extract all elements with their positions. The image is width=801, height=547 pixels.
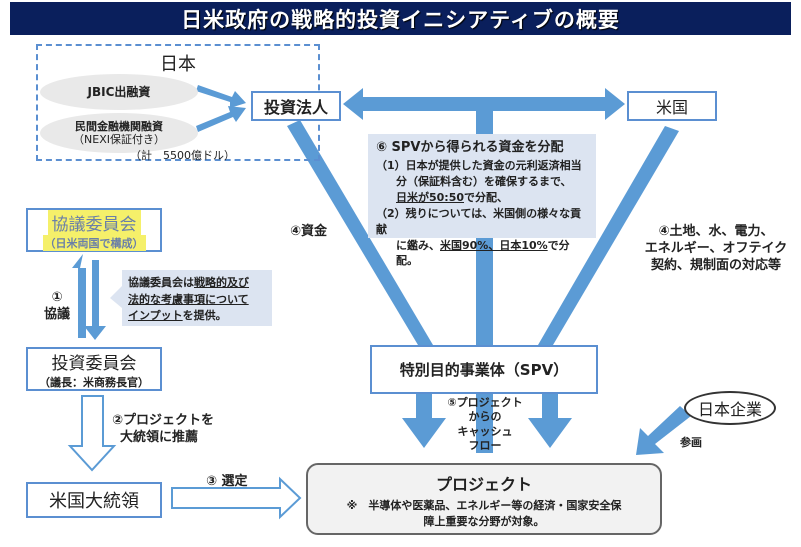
jbic-financing: JBIC出融資 [40,74,198,110]
funds-label: ④資金 [290,224,328,239]
note-line3-rest: を提供。 [182,309,227,322]
project-note-line-1: ※ 半導体や医薬品、エネルギー等の経済・国家安全保 [346,499,622,512]
private-label: 民間金融機関融資 [75,119,163,133]
usa-box: 米国 [627,91,717,121]
distribution-item1-c: 日米が50:50で分配、 [376,190,588,206]
distribution-item1-a: （1）日本が提供した資金の元利返済相当 [376,158,582,172]
japan-total: （計 5500億ドル） [130,149,235,162]
investment-corp-box: 投資法人 [251,91,341,121]
committee-note-callout: 協議委員会は戦略的及び 法的な考慮事項について インプットを提供。 [122,270,272,326]
project-title: プロジェクト [435,475,532,494]
project-box: プロジェクト ※ 半導体や医薬品、エネルギー等の経済・国家安全保 障上重要な分野… [306,463,662,535]
arrow-consult-up [72,254,86,338]
spv-box: 特別目的事業体（SPV） [370,345,598,394]
consult-label: ① 協議 [44,290,70,324]
arrow-recommend [67,395,117,472]
arrow-jbic-to-corp [196,85,246,108]
arrow-spv-down-left [402,393,446,448]
investment-committee-label: 投資委員会 [51,353,137,374]
note-line1-u: 戦略的及び [194,276,249,289]
participate-label: 参画 [680,436,702,449]
project-note-line-2: 障上重要な分野が対象。 [423,515,545,528]
cashflow-line-2: からの [468,410,502,424]
arrow-funds-to-spv [287,120,433,345]
distribution-item1-c-rest: で分配、 [464,190,509,204]
consultation-committee-box: 協議委員会 （日米両国で構成） [26,208,162,252]
president-label: 米国大統領 [49,491,139,512]
distribution-heading: ⑥ SPVから得られる資金を分配 [376,140,564,155]
callout-pointer [110,286,122,308]
note-line1-pre: 協議委員会は [128,276,194,289]
consult-text: 協議 [44,306,71,322]
arrow-corp-usa-double [343,88,625,120]
distribution-item2-b: に鑑み、米国90%、日本10%で分配。 [376,238,588,270]
distribution-split-9010: 米国90%、日本10% [440,238,548,252]
distribution-item2-a: （2）残りについては、米国側の様々な貢献 [376,206,582,236]
jbic-label: JBIC出融資 [87,84,151,99]
arrow-consult-down [84,260,106,340]
consultation-committee-label: 協議委員会 [47,209,141,235]
cashflow-label: ⑤プロジェクト からの キャッシュ フロー [438,396,532,453]
cashflow-line-3: キャッシュ [457,424,513,438]
investment-committee-sub: （議長：米商務長官） [39,375,149,389]
recommend-line-1: ②プロジェクトを [112,413,215,428]
president-box: 米国大統領 [26,482,162,518]
distribution-split-5050: 日米が50:50 [396,190,465,204]
arrow-usa-to-spv [538,126,679,345]
consultation-committee-sub: （日米両国で構成） [42,234,146,251]
cashflow-line-4: フロー [468,438,502,452]
us-support-line-1: ④土地、水、電力、 [658,224,774,239]
us-support-line-3: 契約、規制面の対応等 [650,257,781,273]
select-label: ③ 選定 [206,474,248,489]
japan-companies-label: 日本企業 [697,400,762,419]
us-support-line-2: エネルギー、オフテイク [644,240,788,256]
arrow-select [171,476,302,520]
recommend-line-2: 大統領に推薦 [120,429,199,445]
distribution-item2-b-rest: で分配。 [396,238,570,268]
distribution-item1-b: 分（保証料含む）を確保するまで、 [396,174,572,188]
spv-label: 特別目的事業体（SPV） [399,361,569,379]
distribution-callout: ⑥ SPVから得られる資金を分配 （1）日本が提供した資金の元利返済相当 分（保… [368,134,596,267]
consult-number: ① [51,290,63,305]
usa-label: 米国 [655,98,688,117]
distribution-item2-b-pre: に鑑み、 [396,238,440,252]
recommend-label: ②プロジェクトを 大統領に推薦 [112,413,214,447]
private-financing: 民間金融機関融資 （NEXI保証付き） [40,113,198,153]
investment-corp-label: 投資法人 [263,98,328,117]
japan-companies-ellipse: 日本企業 [684,391,776,425]
investment-committee-box: 投資委員会 （議長：米商務長官） [26,347,162,391]
us-support-label: ④土地、水、電力、 エネルギー、オフテイク 契約、規制面の対応等 [636,224,796,275]
arrow-spv-down-right [528,393,572,448]
arrow-private-to-corp [196,106,246,132]
cashflow-line-1: ⑤プロジェクト [447,396,523,409]
arrow-spv-down-center [476,393,493,453]
note-line3-u: インプット [128,309,183,322]
japan-group-label: 日本 [160,54,196,75]
private-sub-label: （NEXI保証付き） [73,133,165,146]
arrow-japan-companies [636,406,691,455]
page-title: 日米政府の戦略的投資イニシアティブの概要 [10,2,791,35]
note-line2-u: 法的な考慮事項について [128,292,249,306]
